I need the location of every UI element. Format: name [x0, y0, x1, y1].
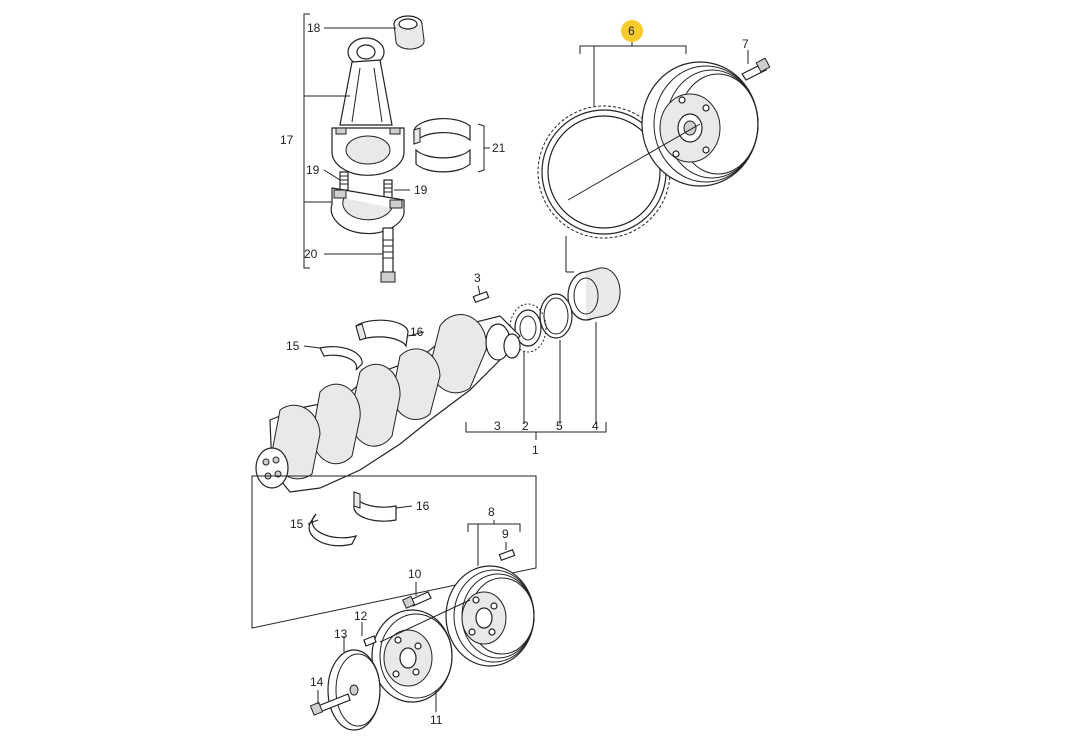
main-bearing-shell-lower: [353, 491, 397, 522]
callout-13: 13: [334, 627, 348, 641]
callout-19-right: 19: [414, 183, 428, 197]
callout-20: 20: [304, 247, 318, 261]
crank-seal-ring: [539, 293, 573, 339]
callout-1: 1: [532, 443, 539, 457]
callout-8: 8: [488, 505, 495, 519]
conrod-bearing-cap: [330, 187, 405, 235]
main-bearing-shell-upper: [355, 319, 409, 348]
crank-sleeve: [567, 267, 621, 321]
connecting-rod: [331, 37, 405, 176]
timing-gear-ring: [537, 105, 671, 239]
callout-14: 14: [310, 675, 324, 689]
sprocket-key: [472, 291, 490, 303]
callout-15-bottom: 15: [290, 517, 304, 531]
pulley-screw: [363, 635, 377, 647]
conrod-bolt-left: [339, 171, 349, 191]
damper-pin: [498, 549, 516, 561]
callout-9: 9: [502, 527, 509, 541]
crankshaft-pulley-damper: [567, 61, 759, 201]
crankshaft-pulley: [371, 609, 453, 703]
vibration-damper: [445, 565, 535, 667]
callout-3-bottom: 3: [494, 419, 501, 433]
callout-15-top: 15: [286, 339, 300, 353]
crankshaft: [255, 314, 521, 493]
callout-11: 11: [430, 713, 443, 727]
conrod-bolt-right: [383, 179, 393, 199]
callout-7: 7: [742, 37, 749, 51]
thrust-washer-upper: [319, 346, 363, 371]
callout-5: 5: [556, 419, 563, 433]
pulley-bolt: [741, 57, 771, 81]
crank-sprocket: [509, 303, 547, 353]
callout-16-bottom: 16: [416, 499, 430, 513]
damper-bolt: [402, 591, 432, 609]
callout-17: 17: [280, 133, 294, 147]
center-bolt: [309, 693, 351, 716]
callout-6: 6: [628, 24, 635, 38]
callout-19-left: 19: [306, 163, 320, 177]
washer-disc: [327, 649, 381, 731]
callout-18: 18: [307, 21, 321, 35]
callout-3-top: 3: [474, 271, 481, 285]
callout-12: 12: [354, 609, 368, 623]
callout-10: 10: [408, 567, 422, 581]
callout-4: 4: [592, 419, 599, 433]
callout-2: 2: [522, 419, 529, 433]
conrod-bearing-shells: [413, 117, 490, 173]
small-end-bush: [393, 15, 425, 50]
connecting-rod-group: [303, 13, 425, 283]
callout-16-top: 16: [410, 325, 424, 339]
conrod-cap-bolt: [380, 227, 396, 283]
callout-6-highlight: [621, 20, 643, 42]
thrust-washer-lower: [308, 513, 358, 547]
lower-group-outline: [251, 475, 537, 629]
callout-21: 21: [492, 141, 506, 155]
